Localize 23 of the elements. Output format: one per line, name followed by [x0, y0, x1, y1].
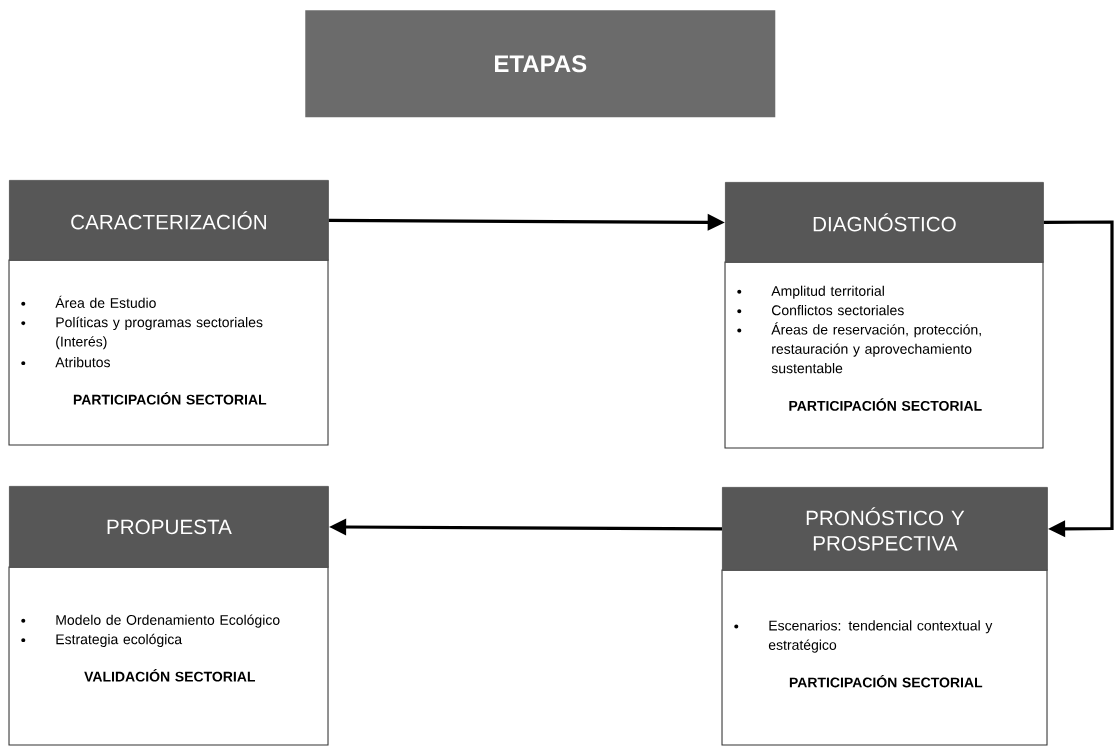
arrow: [1043, 220, 1114, 538]
sector-note: PARTICIPACIÓN SECTORIAL: [789, 398, 982, 411]
stage-box: CARACTERIZACIÓN Área de Estudio Políticas y programas sectoriales (Interés) Atributos PARTICIPACIÓN SECTORIAL: [8, 180, 329, 446]
bullet-item: Atributos: [21, 357, 110, 368]
bullet-item: Modelo de Ordenamiento Ecológico: [21, 614, 280, 628]
stage-box: DIAGNÓSTICO Amplitud territorial Conflictos sectoriales Áreas de reservación, protección, restauración y aprovechamiento sustentable PARTICIPACIÓN SECTORIAL: [724, 182, 1044, 449]
bullet-item: Escenarios: tendencial contextual y estratégico: [734, 620, 993, 653]
sector-note: PARTICIPACIÓN SECTORIAL: [789, 674, 983, 688]
stage-box: PRONÓSTICO Y PROSPECTIVA Escenarios: tendencial contextual y estratégico PARTICIPACIÓN SECTORIAL: [721, 487, 1048, 746]
bullet-item: Áreas de reservación, protección, restauración y aprovechamiento sustentable: [737, 322, 981, 374]
bullet-item: Políticas y programas sectoriales (Interés): [21, 316, 263, 350]
node-label: CARACTERIZACIÓN: [71, 211, 266, 230]
title-box: ETAPAS: [305, 10, 776, 118]
bullet-item: Conflictos sectoriales: [737, 305, 904, 316]
bullet-item: Estrategia ecológica: [21, 633, 183, 648]
stage-box: PROPUESTA Modelo de Ordenamiento Ecológico Estrategia ecológica VALIDACIÓN SECTORIAL: [8, 486, 329, 746]
node-label: PROPUESTA: [107, 519, 232, 535]
bullet-item: Área de Estudio: [21, 295, 156, 308]
bullet-item: Amplitud territorial: [737, 285, 884, 299]
node-label: PRONÓSTICO Y PROSPECTIVA: [806, 507, 965, 551]
node-label: DIAGNÓSTICO: [813, 213, 956, 232]
sector-note: PARTICIPACIÓN SECTORIAL: [73, 392, 267, 405]
sector-note: VALIDACIÓN SECTORIAL: [84, 669, 255, 682]
